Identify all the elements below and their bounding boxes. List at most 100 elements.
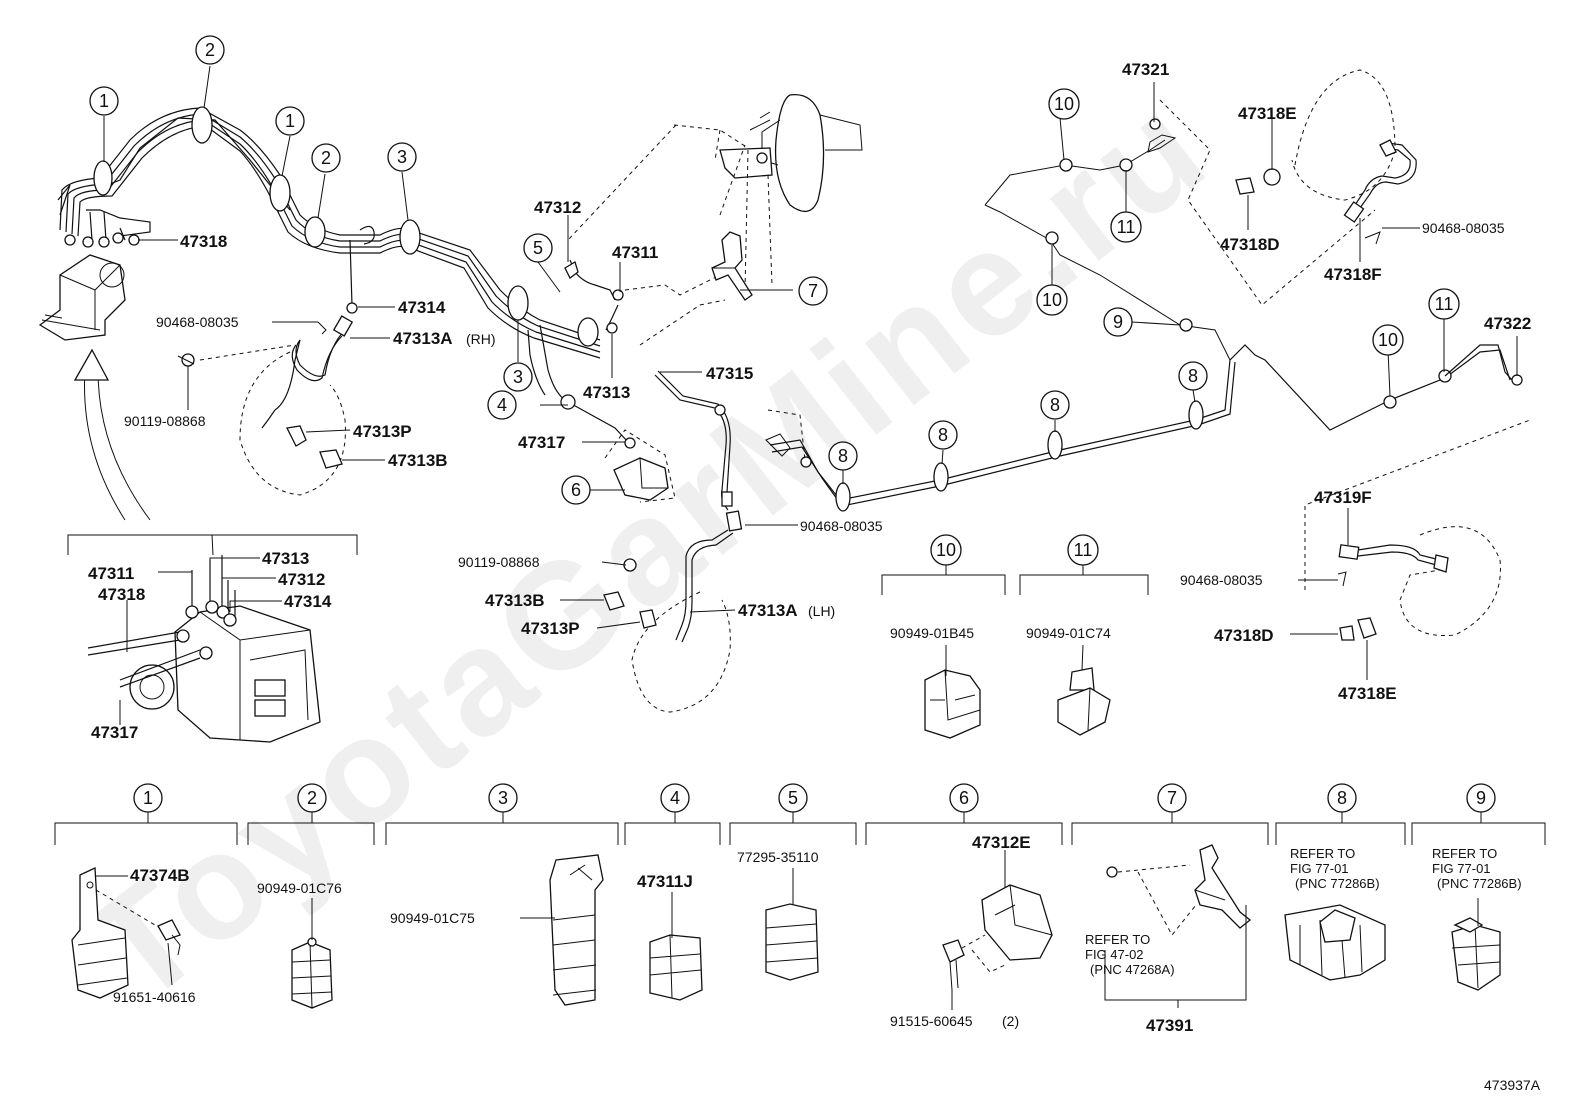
part-label: 47391: [1146, 1016, 1193, 1035]
part-label: 47313P: [521, 619, 580, 638]
callout-3: 3: [387, 142, 417, 172]
hose-rear-lower: [1304, 419, 1531, 641]
part-label: 90119-08868: [458, 554, 540, 570]
callout-circles: 1 2 1 2 3 5 3 4 6 7 8 8 8 8 10 11 10 9 1…: [89, 35, 1496, 813]
svg-text:10: 10: [1054, 94, 1074, 114]
svg-text:8: 8: [1337, 788, 1347, 808]
clamp-3-marker: [507, 285, 529, 321]
clamp-1-marker: [93, 160, 113, 196]
part-label: 47312: [534, 198, 581, 217]
callout-2: 2: [195, 35, 225, 65]
part-label: 47318D: [1214, 626, 1274, 645]
callout-3: 3: [503, 362, 533, 392]
part-label: 47374B: [130, 866, 190, 885]
svg-text:9: 9: [1113, 312, 1123, 332]
svg-text:5: 5: [788, 788, 798, 808]
clamp-8-marker: [1047, 430, 1063, 460]
svg-text:4: 4: [670, 788, 680, 808]
reference-note: REFER TO: [1290, 846, 1355, 861]
brake-booster: [719, 94, 863, 212]
part-label: 90949-01C74: [1026, 625, 1111, 641]
callout-3: 3: [488, 783, 518, 813]
callout-11: 11: [1428, 288, 1460, 320]
callout-11: 11: [1110, 211, 1142, 243]
view-arrow: [73, 348, 151, 521]
svg-text:3: 3: [498, 788, 508, 808]
reference-note: REFER TO: [1432, 846, 1497, 861]
svg-text:8: 8: [1188, 366, 1198, 386]
part-labels: 47318 47314 90468-08035 47313A (RH) 9011…: [88, 60, 1541, 1093]
part-label: 47313A: [738, 601, 798, 620]
callout-7: 7: [798, 276, 828, 306]
svg-text:8: 8: [1050, 395, 1060, 415]
callout-8: 8: [828, 441, 858, 471]
callout-10: 10: [930, 534, 962, 566]
svg-text:1: 1: [99, 91, 109, 111]
center-tubes: [527, 259, 636, 449]
svg-text:1: 1: [143, 788, 153, 808]
callout-10: 10: [1372, 324, 1404, 356]
svg-text:2: 2: [307, 788, 317, 808]
svg-text:6: 6: [571, 480, 581, 500]
callout-2: 2: [311, 143, 341, 173]
callout-10: 10: [1036, 284, 1068, 316]
part-label: 77295-35110: [737, 849, 819, 865]
fitting-group: [64, 232, 358, 314]
svg-text:4: 4: [497, 395, 507, 415]
svg-text:3: 3: [513, 367, 523, 387]
part-label: 47313: [583, 383, 630, 402]
figure-id: 473937A: [1484, 1077, 1541, 1093]
part-label: 47317: [91, 723, 138, 742]
callout-1: 1: [133, 783, 163, 813]
callout-7: 7: [1157, 783, 1187, 813]
callout-8: 8: [928, 420, 958, 450]
svg-text:10: 10: [1378, 330, 1398, 350]
clamp-1-marker: [269, 174, 291, 212]
part-label: 90468-08035: [1180, 572, 1263, 588]
svg-text:8: 8: [938, 425, 948, 445]
callout-9: 9: [1466, 783, 1496, 813]
part-label: 47318D: [1220, 235, 1280, 254]
part-label: 90949-01C75: [390, 910, 475, 926]
svg-text:7: 7: [808, 281, 818, 301]
reference-note: FIG 77-01: [1290, 861, 1349, 876]
clamp-2-marker: [191, 106, 213, 144]
abs-detail-inset: [67, 534, 358, 743]
svg-text:2: 2: [205, 40, 215, 60]
part-label: 90949-01B45: [890, 625, 974, 641]
svg-text:2: 2: [321, 148, 331, 168]
reference-note: (PNC 77286B): [1437, 876, 1522, 891]
clamp-8-marker: [933, 462, 949, 492]
part-label: 47321: [1122, 60, 1169, 79]
callout-11: 11: [1067, 534, 1099, 566]
part-label: 47313: [262, 549, 309, 568]
callout-9: 9: [1103, 307, 1133, 337]
reference-note: FIG 77-01: [1432, 861, 1491, 876]
part-label: 47317: [518, 433, 565, 452]
callout-6: 6: [561, 475, 591, 505]
part-label: 91651-40616: [113, 989, 196, 1005]
callout-6: 6: [949, 783, 979, 813]
part-label: 47318: [180, 232, 227, 251]
clamp-8-marker: [1188, 400, 1204, 430]
callout-1: 1: [89, 86, 119, 116]
clamp-5-marker: [577, 317, 599, 347]
callout-8: 8: [1178, 361, 1208, 391]
tube-bundle-left: [57, 106, 601, 359]
part-label: 47311J: [637, 872, 693, 891]
part-label: 90468-08035: [156, 314, 239, 330]
svg-text:9: 9: [1476, 788, 1486, 808]
quantity-label: (2): [1002, 1013, 1019, 1029]
hose-lh-assembly: [603, 370, 743, 713]
reference-note: REFER TO: [1085, 932, 1150, 947]
part-label: 47318: [98, 585, 145, 604]
clamp-3-marker: [399, 219, 421, 255]
hose-rear-upper: [1235, 69, 1417, 245]
part-label: 47315: [706, 364, 753, 383]
svg-text:8: 8: [838, 446, 848, 466]
part-label: 47322: [1484, 314, 1531, 333]
svg-text:10: 10: [1042, 290, 1062, 310]
part-label: 47313B: [388, 451, 448, 470]
svg-text:10: 10: [936, 540, 956, 560]
